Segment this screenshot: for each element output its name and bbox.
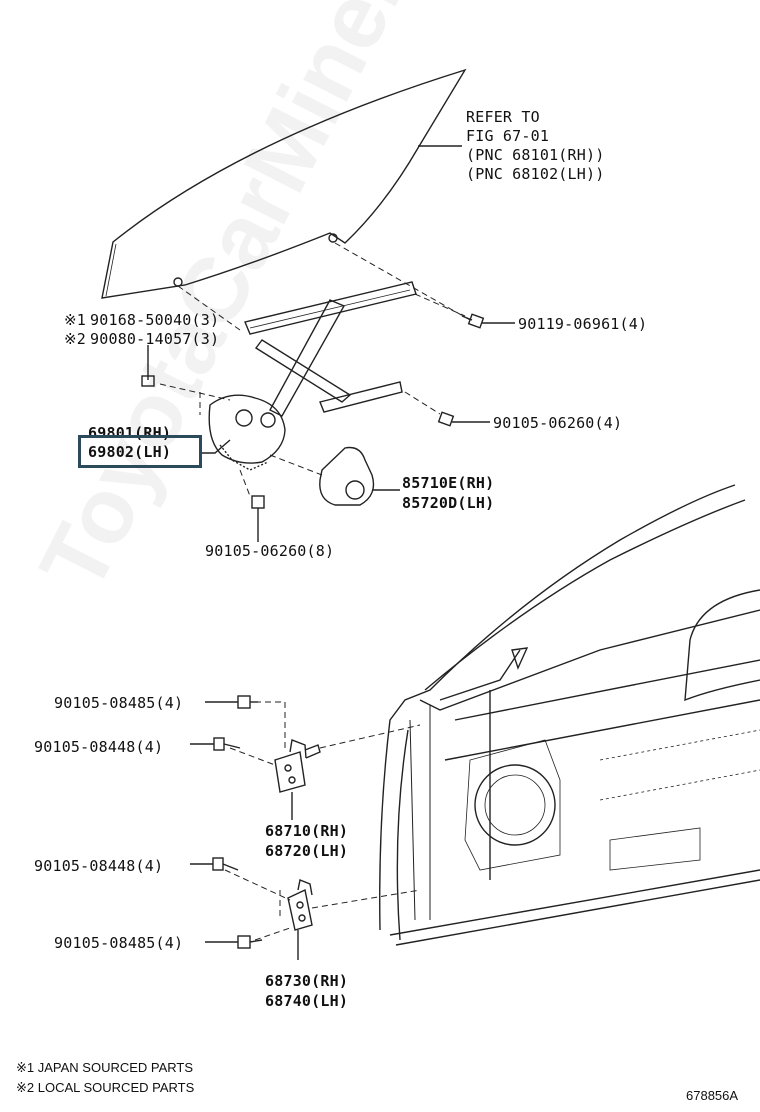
part-90105-08485-lower[interactable]: 90105-08485(4): [54, 934, 184, 952]
lower-hinge: [287, 879, 313, 960]
part-90105-06260-8[interactable]: 90105-06260(8): [205, 542, 335, 560]
part-90080-14057[interactable]: 90080-14057(3): [90, 330, 220, 348]
bolt-90105-08485-upper: [205, 695, 258, 709]
bolt-90105-08448-upper: [190, 737, 241, 751]
figure-id: 678856A: [686, 1088, 739, 1103]
door-opening-body: [379, 484, 760, 946]
bolt-90105-06260-upper: [437, 411, 490, 427]
part-90105-08448-lower[interactable]: 90105-08448(4): [34, 857, 164, 875]
bolt-90105-08448-lower: [190, 857, 239, 871]
refer-line-1: REFER TO: [466, 108, 540, 126]
bolt-90105-06260-lower: [251, 495, 265, 542]
part-85720d-lh[interactable]: 85720D(LH): [402, 494, 495, 512]
upper-hinge: [274, 739, 321, 820]
door-glass: [101, 68, 467, 299]
part-90105-08448-upper[interactable]: 90105-08448(4): [34, 738, 164, 756]
part-90119-06961[interactable]: 90119-06961(4): [518, 315, 648, 333]
refer-line-2: FIG 67-01: [466, 127, 550, 145]
part-68740-lh[interactable]: 68740(LH): [265, 992, 349, 1010]
selected-part-highlight: [78, 435, 202, 468]
mark-japan: ※1: [64, 311, 86, 329]
part-68730-rh[interactable]: 68730(RH): [265, 972, 349, 990]
part-68720-lh[interactable]: 68720(LH): [265, 842, 349, 860]
bolt-90168: [141, 345, 155, 387]
part-69802-lh[interactable]: 69802(LH): [88, 443, 172, 461]
regulator-motor: [319, 446, 400, 506]
bolt-90119: [461, 313, 515, 329]
part-90105-08485-upper[interactable]: 90105-08485(4): [54, 694, 184, 712]
window-regulator: [208, 281, 417, 471]
part-90105-06260-4[interactable]: 90105-06260(4): [493, 414, 623, 432]
part-85710e-rh[interactable]: 85710E(RH): [402, 474, 495, 492]
note-japan-sourced: ※1 JAPAN SOURCED PARTS: [16, 1060, 194, 1075]
part-68710-rh[interactable]: 68710(RH): [265, 822, 349, 840]
refer-line-4: (PNC 68102(LH)): [466, 165, 605, 183]
part-90168-50040[interactable]: 90168-50040(3): [90, 311, 220, 329]
mark-local: ※2: [64, 330, 86, 348]
note-local-sourced: ※2 LOCAL SOURCED PARTS: [16, 1080, 195, 1095]
bolt-90105-08485-lower: [205, 935, 263, 949]
refer-line-3: (PNC 68101(RH)): [466, 146, 605, 164]
